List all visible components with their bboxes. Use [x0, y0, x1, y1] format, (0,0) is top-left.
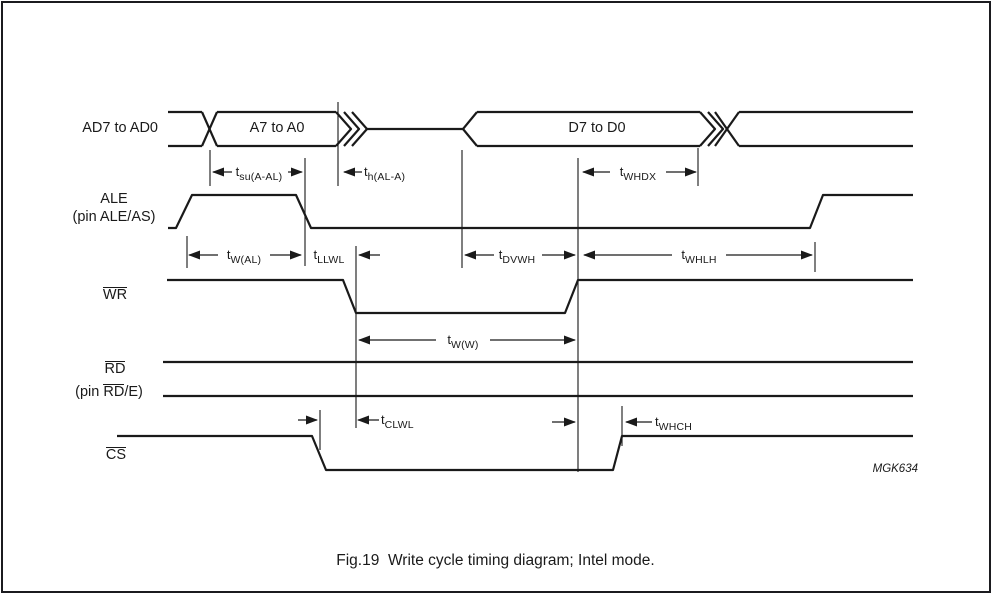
ad-bus-waveform: [168, 110, 913, 148]
dimension-arrows: [188, 167, 813, 427]
wr-waveform: [167, 278, 913, 315]
ale-waveform: [168, 193, 913, 230]
cs-waveform: [117, 434, 913, 472]
rd-waveform: [163, 360, 913, 398]
dimension-reference-lines: [186, 102, 816, 472]
